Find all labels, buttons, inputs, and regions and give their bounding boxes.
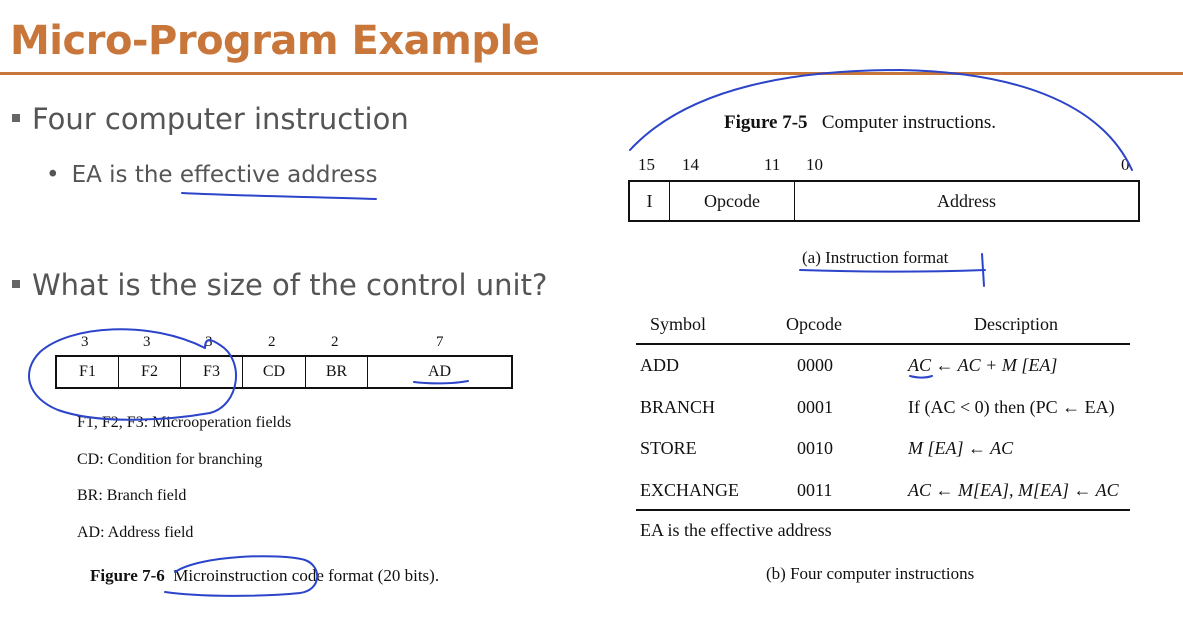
table-cell-opcode: 0000 xyxy=(797,355,833,375)
col-header-description: Description xyxy=(974,314,1058,334)
table-cell-symbol: ADD xyxy=(640,355,679,375)
legend-line: CD: Condition for branching xyxy=(77,451,263,468)
bullet-text: What is the size of the control unit? xyxy=(32,268,548,302)
legend-line: AD: Address field xyxy=(77,524,194,541)
table-cell-symbol: STORE xyxy=(640,438,697,458)
ink-underline-instruction-format xyxy=(799,269,986,273)
bit-count: 3 xyxy=(205,334,213,350)
table-cell-description: AC ← AC + M [EA] xyxy=(908,355,1058,375)
legend-line: F1, F2, F3: Microoperation fields xyxy=(77,414,292,431)
field-address: Address xyxy=(937,190,996,211)
table-cell-opcode: 0011 xyxy=(797,480,833,500)
caption-text: Microinstruction code format (20 bits). xyxy=(173,566,440,585)
bit-count: 7 xyxy=(436,334,444,350)
table-header-rule xyxy=(636,343,1130,345)
table-cell-symbol: BRANCH xyxy=(640,397,716,417)
field-f1: F1 xyxy=(57,357,119,387)
legend-line: BR: Branch field xyxy=(77,487,187,504)
bit-count: 2 xyxy=(331,334,339,350)
col-header-symbol: Symbol xyxy=(650,314,707,334)
field-f2: F2 xyxy=(119,357,181,387)
figure-7-6-caption: Figure 7-6 Microinstruction code format … xyxy=(90,566,439,586)
sub-bullet-text: EA is the effective address xyxy=(71,162,378,188)
sub-bullet-ea: • EA is the effective address xyxy=(46,162,378,188)
instruction-format-box: I Opcode Address xyxy=(628,180,1140,222)
table-cell-description: AC ← M[EA], M[EA] ← AC xyxy=(908,480,1119,500)
table-cell-opcode: 0001 xyxy=(797,397,833,417)
bit-count: 3 xyxy=(81,334,89,350)
field-opcode: Opcode xyxy=(670,182,795,220)
table-cell-description: M [EA] ← AC xyxy=(908,438,1014,458)
field-br: BR xyxy=(306,357,368,387)
bullet-control-unit-question: What is the size of the control unit? xyxy=(12,268,547,302)
bit-position: 0 xyxy=(1121,155,1130,174)
caption-label: Figure 7-6 xyxy=(90,566,165,585)
bit-position: 14 xyxy=(682,155,699,174)
bit-position: 10 xyxy=(806,155,823,174)
table-cell-opcode: 0010 xyxy=(797,438,833,458)
table-cell-symbol: EXCHANGE xyxy=(640,480,739,500)
field-f3: F3 xyxy=(181,357,243,387)
title-rule xyxy=(0,72,1183,75)
table-bottom-rule xyxy=(636,509,1130,511)
caption-text: Computer instructions. xyxy=(821,112,996,133)
dot-bullet-icon: • xyxy=(46,162,60,188)
bit-position: 15 xyxy=(638,155,655,174)
instruction-format-caption: (a) Instruction format xyxy=(802,248,949,267)
field-ad: AD xyxy=(427,363,452,380)
bullet-four-instructions: Four computer instruction xyxy=(12,102,409,136)
caption-label: Figure 7-5 xyxy=(724,112,808,133)
table-cell-description: If (AC < 0) then (PC ← EA) xyxy=(908,397,1115,417)
bit-position: 11 xyxy=(764,155,781,174)
microinstruction-format-box: F1 F2 F3 CD BR AD xyxy=(55,355,513,389)
slide-title: Micro-Program Example xyxy=(10,18,540,64)
bullet-text: Four computer instruction xyxy=(32,102,409,136)
table-footnote: EA is the effective address xyxy=(640,520,832,540)
field-cd: CD xyxy=(243,357,306,387)
bit-count: 2 xyxy=(268,334,276,350)
instructions-table-caption: (b) Four computer instructions xyxy=(766,564,975,583)
square-bullet-icon xyxy=(12,114,20,122)
ink-underline-ac xyxy=(909,375,933,379)
field-i: I xyxy=(630,182,670,220)
bit-count: 3 xyxy=(143,334,151,350)
ink-underline-effective-address xyxy=(181,192,377,200)
col-header-opcode: Opcode xyxy=(786,314,842,334)
square-bullet-icon xyxy=(12,280,20,288)
figure-7-5-caption: Figure 7-5 Computer instructions. xyxy=(724,112,996,134)
ink-tick-instruction-format xyxy=(981,253,985,287)
